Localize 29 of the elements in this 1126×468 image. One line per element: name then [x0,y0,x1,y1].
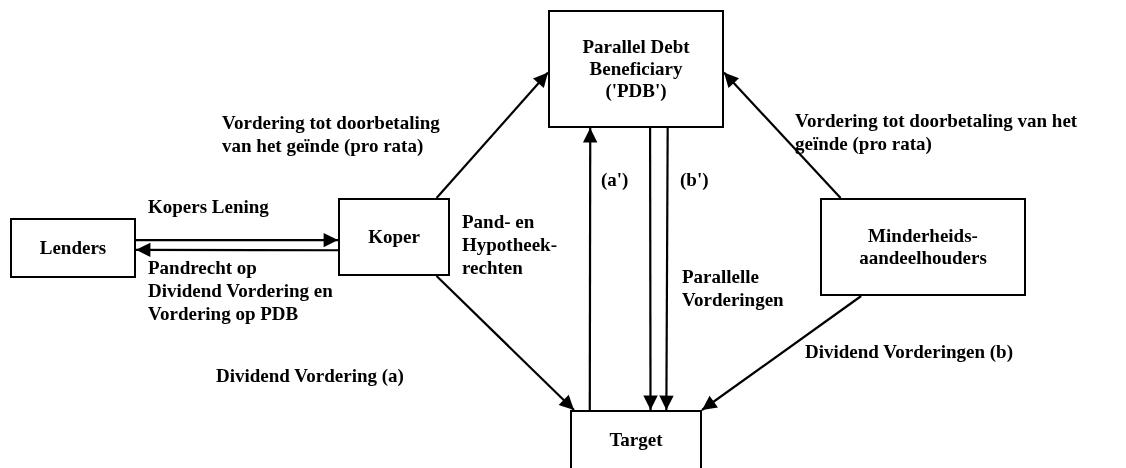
entity-label: Minderheids- aandeelhouders [858,225,988,269]
edge-label: (b') [680,169,710,192]
note-label: Parallelle Vorderingen [682,266,785,312]
arrow [643,128,658,410]
entity-box [338,198,450,276]
edge-label: Dividend Vorderingen (b) [805,341,1014,364]
arrow [659,128,674,410]
arrow [136,232,338,248]
edge-label: Dividend Vordering (a) [216,365,405,388]
entity-box [820,198,1026,296]
entity-box [548,10,724,128]
arrow [583,128,598,410]
entity-label: Parallel Debt Beneficiary ('PDB') [581,36,691,102]
arrow [701,295,862,411]
arrow [435,275,575,411]
edge-label: Vordering tot doorbetaling van het geïnde (pro rata) [795,110,1079,156]
edge-label: Kopers Lening [148,196,270,219]
edge-label: Pandrecht op Dividend Vordering en Vordering op PDB [148,257,333,326]
entity-box [10,218,136,278]
entity-box [570,410,702,468]
edge-label: (a') [601,169,630,192]
entity-label: Koper [368,226,420,248]
arrow [723,71,842,199]
entity-label: Target [609,429,663,451]
edge-label: Vordering tot doorbetaling van het geïnde (pro rata) [222,112,441,158]
edge-label: Pand- en Hypotheek- rechten [462,211,558,280]
arrow [435,71,549,199]
arrow [136,242,338,258]
entity-label: Lenders [39,237,107,259]
